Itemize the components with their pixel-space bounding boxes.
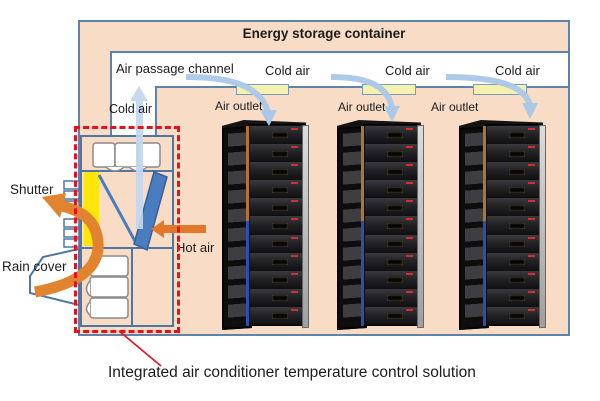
battery-module — [365, 216, 417, 234]
rack-edge-blue — [361, 220, 364, 327]
rack-front — [363, 124, 419, 326]
air-outlet-vent-2 — [362, 84, 416, 95]
rain-cover-label: Rain cover — [2, 259, 67, 274]
battery-module — [250, 216, 302, 234]
battery-rack-2 — [337, 120, 424, 331]
battery-module — [487, 144, 539, 162]
cold-air-label-3: Cold air — [495, 63, 540, 78]
rack-vent-grid — [465, 132, 483, 324]
battery-module — [250, 234, 302, 252]
battery-module — [487, 126, 539, 144]
caption-callout-line — [118, 330, 162, 367]
battery-module — [487, 234, 539, 252]
rack-edge-orange — [246, 126, 249, 221]
rack-edge-blue — [246, 220, 249, 327]
battery-module — [365, 306, 417, 325]
battery-module — [365, 252, 417, 270]
shutter-label: Shutter — [10, 182, 54, 197]
ac-highlight-dashed-box — [74, 126, 180, 333]
battery-module — [487, 216, 539, 234]
battery-module — [365, 270, 417, 288]
battery-module — [365, 180, 417, 198]
rack-rail — [417, 124, 424, 329]
diagram-caption: Integrated air conditioner temperature c… — [108, 364, 476, 381]
battery-module — [365, 162, 417, 180]
battery-module — [250, 180, 302, 198]
battery-rack-1 — [222, 120, 309, 331]
cold-air-label-1: Cold air — [265, 63, 310, 78]
battery-module — [487, 288, 539, 306]
battery-module — [250, 144, 302, 162]
rack-front — [248, 124, 304, 326]
battery-module — [365, 234, 417, 252]
battery-module — [487, 162, 539, 180]
ac-middle-divider — [80, 247, 174, 249]
battery-module — [250, 252, 302, 270]
battery-rack-3 — [459, 120, 546, 331]
rack-rail — [539, 124, 546, 329]
battery-module — [250, 288, 302, 306]
battery-module — [487, 180, 539, 198]
air-outlet-vent-1 — [236, 84, 289, 95]
channel-top-border — [110, 51, 569, 53]
air-passage-channel-label: Air passage channel — [116, 61, 234, 76]
battery-module — [365, 288, 417, 306]
battery-module — [487, 270, 539, 288]
cold-air-duct-label: Cold air — [109, 102, 153, 116]
battery-module — [250, 162, 302, 180]
container-title: Energy storage container — [242, 26, 406, 41]
battery-module — [487, 198, 539, 216]
rack-vent-grid — [228, 132, 246, 324]
ac-bottom-divider — [131, 247, 133, 327]
battery-module — [365, 198, 417, 216]
battery-module — [365, 126, 417, 144]
battery-module — [250, 306, 302, 325]
rain-cover-shape — [29, 247, 80, 307]
battery-module — [250, 126, 302, 144]
rack-edge-orange — [361, 126, 364, 221]
battery-module — [365, 144, 417, 162]
air-outlet-label-2: Air outlet — [338, 100, 386, 114]
battery-module — [250, 270, 302, 288]
hot-air-label: Hot air — [176, 240, 215, 255]
air-outlet-vent-3 — [473, 84, 527, 95]
rack-edge-orange — [483, 126, 486, 221]
battery-module — [487, 252, 539, 270]
cold-air-label-2: Cold air — [385, 63, 430, 78]
duct-right-border — [155, 86, 157, 135]
air-outlet-label-1: Air outlet — [215, 99, 263, 113]
duct-left-border — [110, 51, 112, 135]
battery-module — [487, 306, 539, 325]
rack-vent-grid — [343, 132, 361, 324]
rack-edge-blue — [483, 220, 486, 327]
rack-front — [485, 124, 541, 326]
ac-top-divider — [80, 170, 174, 172]
rack-rail — [302, 124, 309, 329]
air-outlet-label-3: Air outlet — [431, 100, 479, 114]
battery-module — [250, 198, 302, 216]
